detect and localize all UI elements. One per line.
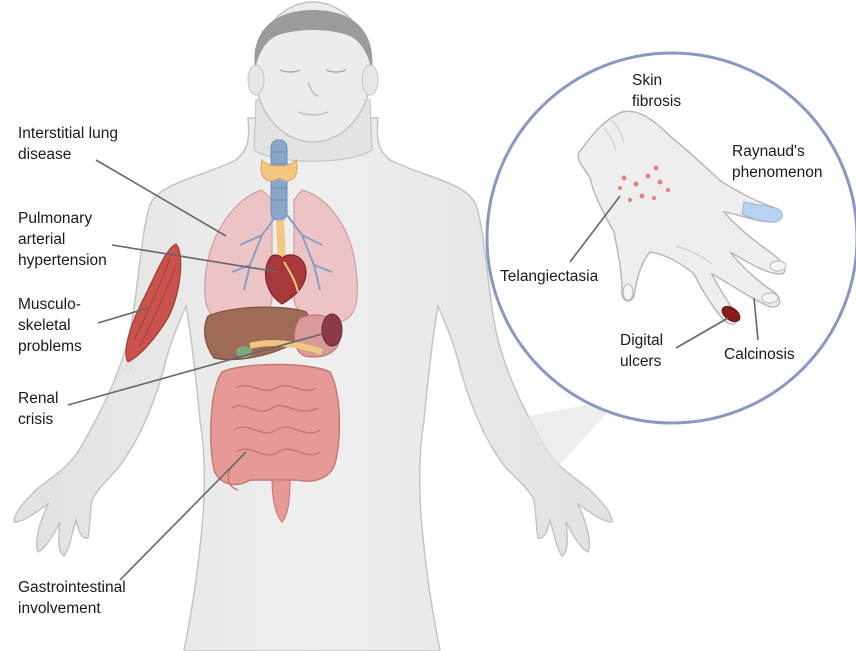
label-line: Skin [632, 70, 681, 91]
label-line: Musculo- [18, 294, 82, 315]
label-digital-ulcers: Digital ulcers [620, 330, 663, 372]
label-musculoskeletal-problems: Musculo- skeletal problems [18, 294, 82, 357]
label-line: problems [18, 336, 82, 357]
label-line: Pulmonary [18, 208, 107, 229]
label-line: Gastrointestinal [18, 577, 126, 598]
label-pulmonary-arterial-hypertension: Pulmonary arterial hypertension [18, 208, 107, 271]
label-line: Telangiectasia [500, 266, 598, 287]
label-line: fibrosis [632, 91, 681, 112]
left-ear [248, 65, 264, 95]
label-gastrointestinal-involvement: Gastrointestinal involvement [18, 577, 126, 619]
label-line: Calcinosis [724, 344, 795, 365]
label-telangiectasia: Telangiectasia [500, 266, 598, 287]
label-line: Digital [620, 330, 663, 351]
label-line: hypertension [18, 250, 107, 271]
label-line: phenomenon [732, 162, 823, 183]
kidney [322, 314, 342, 346]
label-line: crisis [18, 409, 59, 430]
label-line: arterial [18, 229, 107, 250]
label-line: Renal [18, 388, 59, 409]
label-renal-crisis: Renal crisis [18, 388, 59, 430]
label-interstitial-lung-disease: Interstitial lung disease [18, 123, 118, 165]
label-line: disease [18, 144, 118, 165]
label-raynauds-phenomenon: Raynaud's phenomenon [732, 141, 823, 183]
aorta [280, 220, 282, 260]
label-skin-fibrosis: Skin fibrosis [632, 70, 681, 112]
label-line: ulcers [620, 351, 663, 372]
label-calcinosis: Calcinosis [724, 344, 795, 365]
label-line: skeletal [18, 315, 82, 336]
label-line: involvement [18, 598, 126, 619]
label-line: Raynaud's [732, 141, 823, 162]
right-ear [362, 65, 378, 95]
label-line: Interstitial lung [18, 123, 118, 144]
